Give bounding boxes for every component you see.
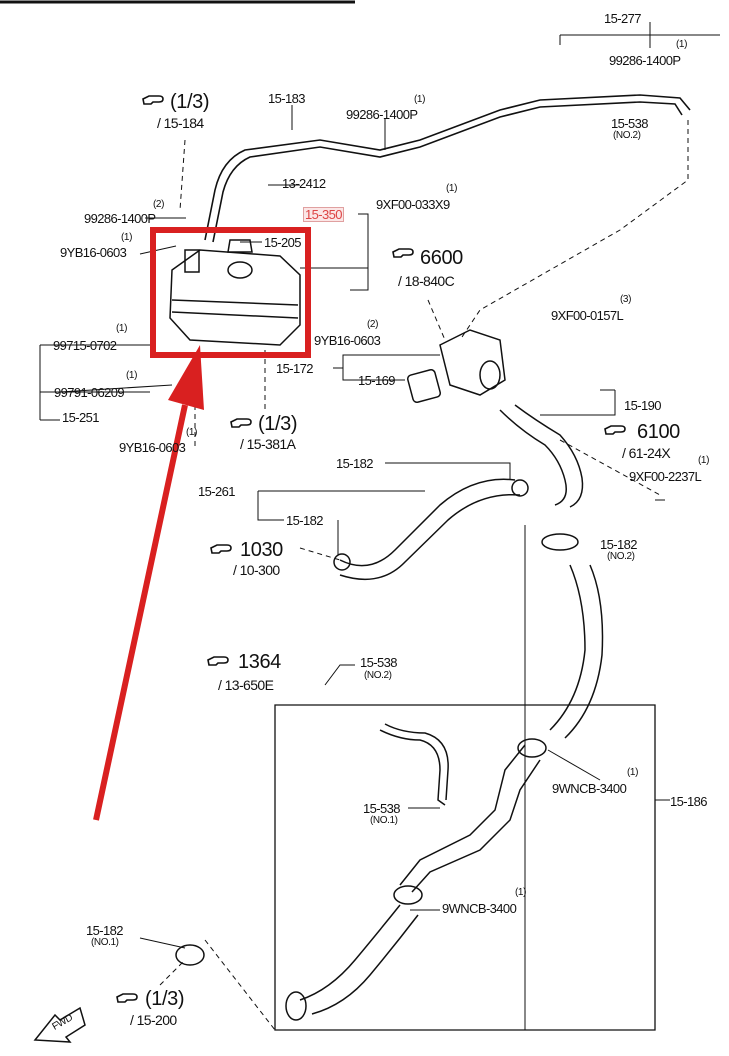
part-15-182-no2: 15-182 — [600, 537, 637, 552]
clamp-15-182-no1 — [175, 944, 205, 966]
part-9yb16-c: 9YB16-0603 — [119, 440, 186, 455]
qty-99715: (1) — [116, 323, 128, 334]
ref-1030: 1030 — [240, 539, 283, 561]
ref-15-184: / 15-184 — [157, 115, 204, 131]
thermostat-housing — [407, 329, 506, 403]
part-9yb16-a: 9YB16-0603 — [60, 245, 127, 260]
qty-9xf00-033: (1) — [446, 183, 458, 194]
qty-9yb16-b: (2) — [367, 319, 379, 330]
part-9wncb-b: 9WNCB-3400 — [442, 901, 517, 916]
part-15-186: 15-186 — [670, 794, 707, 809]
qty-9xf00-0157: (3) — [620, 294, 632, 305]
ref-10-300: / 10-300 — [233, 562, 280, 578]
part-9yb16-b: 9YB16-0603 — [314, 333, 381, 348]
hose-15-261 — [333, 478, 529, 581]
part-9xf00-033: 9XF00-033X9 — [376, 197, 450, 212]
part-99286-top: 99286-1400P — [609, 53, 681, 68]
part-15-538-mid-sub: (NO.2) — [364, 670, 392, 681]
part-15-350: 15-350 — [303, 207, 344, 222]
ref-15-381a: / 15-381A — [240, 436, 296, 452]
part-99286-left: 99286-1400P — [84, 211, 156, 226]
part-15-182-a: 15-182 — [336, 456, 373, 471]
ref-1364: 1364 — [238, 651, 281, 673]
upper-pipe — [204, 94, 691, 243]
part-9xf00-2237: 9XF00-2237L — [629, 469, 702, 484]
part-13-2412: 13-2412 — [282, 176, 326, 191]
highlight-box — [150, 227, 311, 358]
qty-99791: (1) — [126, 370, 138, 381]
part-99791: 99791-06209 — [54, 385, 125, 400]
ref-1-3-a: (1/3) — [170, 91, 210, 113]
part-15-205: 15-205 — [264, 235, 301, 250]
part-15-183: 15-183 — [268, 91, 305, 106]
part-15-538-top-sub: (NO.2) — [613, 130, 641, 141]
qty-9xf00-2237: (1) — [698, 455, 710, 466]
leader-lines — [39, 22, 720, 1031]
ref-1-3-c: (1/3) — [145, 988, 185, 1010]
part-99715: 99715-0702 — [53, 338, 117, 353]
qty-99286-left: (2) — [153, 199, 165, 210]
part-99286-mid: 99286-1400P — [346, 107, 418, 122]
part-15-169: 15-169 — [358, 373, 395, 388]
part-15-538-top: 15-538 — [611, 116, 648, 131]
ref-18-840c: / 18-840C — [398, 273, 455, 289]
ref-1-3-b: (1/3) — [258, 413, 298, 435]
fwd-arrow-icon — [33, 1006, 86, 1043]
ref-61-24x: / 61-24X — [622, 445, 671, 461]
part-9wncb-a: 9WNCB-3400 — [552, 781, 627, 796]
qty-99286-top: (1) — [676, 39, 688, 50]
ref-15-200: / 15-200 — [130, 1012, 177, 1028]
highlight-arrow — [93, 345, 204, 821]
ref-6100: 6100 — [637, 421, 680, 443]
qty-9wncb-a: (1) — [627, 767, 639, 778]
qty-9yb16-a: (1) — [121, 232, 133, 243]
part-15-182-no2-sub: (NO.2) — [607, 551, 635, 562]
coolant-reservoir — [169, 239, 301, 346]
part-15-277: 15-277 — [604, 11, 641, 26]
part-15-182-no1: 15-182 — [86, 923, 123, 938]
part-9xf00-0157: 9XF00-0157L — [551, 308, 624, 323]
part-15-251: 15-251 — [62, 410, 99, 425]
hose-15-186 — [285, 533, 604, 1021]
ref-13-650e: / 13-650E — [218, 677, 274, 693]
part-15-172: 15-172 — [276, 361, 313, 376]
hose-15-190 — [499, 404, 584, 508]
part-15-182-no1-sub: (NO.1) — [91, 937, 119, 948]
part-15-190: 15-190 — [624, 398, 661, 413]
part-15-538-mid: 15-538 — [360, 655, 397, 670]
part-15-538-no1: 15-538 — [363, 801, 400, 816]
part-15-182-b: 15-182 — [286, 513, 323, 528]
qty-9wncb-b: (1) — [515, 887, 527, 898]
part-15-538-no1-sub: (NO.1) — [370, 815, 398, 826]
qty-99286-mid: (1) — [414, 94, 426, 105]
bypass-pipe — [379, 723, 449, 806]
part-15-261: 15-261 — [198, 484, 235, 499]
ref-6600: 6600 — [420, 247, 463, 269]
qty-9yb16-c: (1) — [186, 427, 198, 438]
